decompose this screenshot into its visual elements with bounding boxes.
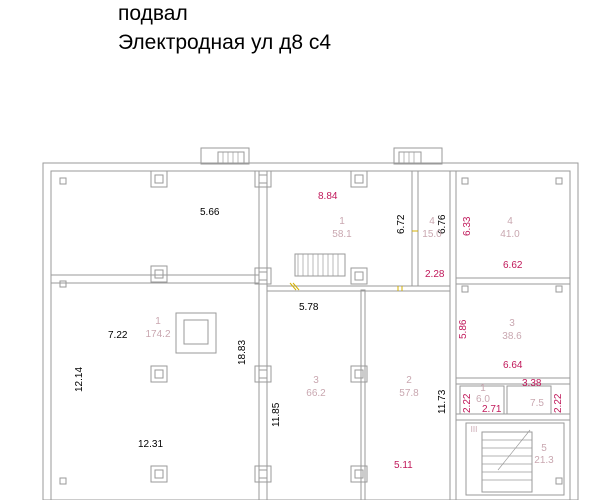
dim-11-85: 11.85 (271, 402, 282, 427)
floor-title: подвал (118, 2, 188, 25)
room-area: 15.0 (422, 229, 442, 240)
dim-18-83: 18.83 (237, 340, 248, 365)
room-area: 58.1 (332, 229, 352, 240)
dim-6-72: 6.72 (396, 214, 407, 234)
room-number: 4 (507, 216, 513, 227)
room-area: 174.2 (145, 329, 170, 340)
room-area: 66.2 (306, 388, 326, 399)
dim-5-66: 5.66 (200, 207, 220, 218)
dim-12-31: 12.31 (138, 439, 163, 450)
room-number: 4 (429, 216, 435, 227)
room-number: 1 (339, 216, 345, 227)
room-number: 1 (480, 383, 486, 394)
room-area: 21.3 (534, 455, 554, 466)
dim-5-11: 5.11 (394, 460, 413, 471)
room-area: 41.0 (500, 229, 520, 240)
dim-8-84: 8.84 (318, 191, 338, 202)
dim-7-22: 7.22 (108, 330, 128, 341)
room-area: 7.5 (530, 398, 544, 409)
dim-5-78: 5.78 (299, 302, 319, 313)
stair-top-right (393, 147, 443, 165)
room-number: 1 (155, 316, 161, 327)
inner-wall (50, 170, 571, 500)
room-area: 6.0 (476, 394, 490, 405)
dim-2-71: 2.71 (482, 404, 502, 415)
dim-11-73: 11.73 (437, 389, 448, 414)
room-number: 3 (313, 375, 319, 386)
dim-2-22-b: 2.22 (553, 393, 564, 413)
outer-wall (42, 162, 579, 500)
dim-6-33: 6.33 (462, 216, 473, 236)
room-number: III (471, 425, 478, 434)
dim-2-28: 2.28 (425, 269, 445, 280)
room-number: 5 (541, 443, 547, 454)
room-area: 38.6 (502, 331, 522, 342)
dim-6-64: 6.64 (503, 360, 523, 371)
dim-3-38: 3.38 (522, 378, 542, 389)
dim-5-86: 5.86 (458, 319, 469, 339)
stair-top-left (200, 147, 250, 165)
dim-6-76: 6.76 (437, 214, 448, 234)
dim-6-62: 6.62 (503, 260, 523, 271)
dim-2-22-a: 2.22 (462, 393, 473, 413)
address-title: Электродная ул д8 с4 (118, 31, 332, 54)
room-number: 3 (509, 318, 515, 329)
dim-12-14: 12.14 (74, 367, 85, 392)
room-number: 2 (406, 375, 412, 386)
room-area: 57.8 (399, 388, 419, 399)
